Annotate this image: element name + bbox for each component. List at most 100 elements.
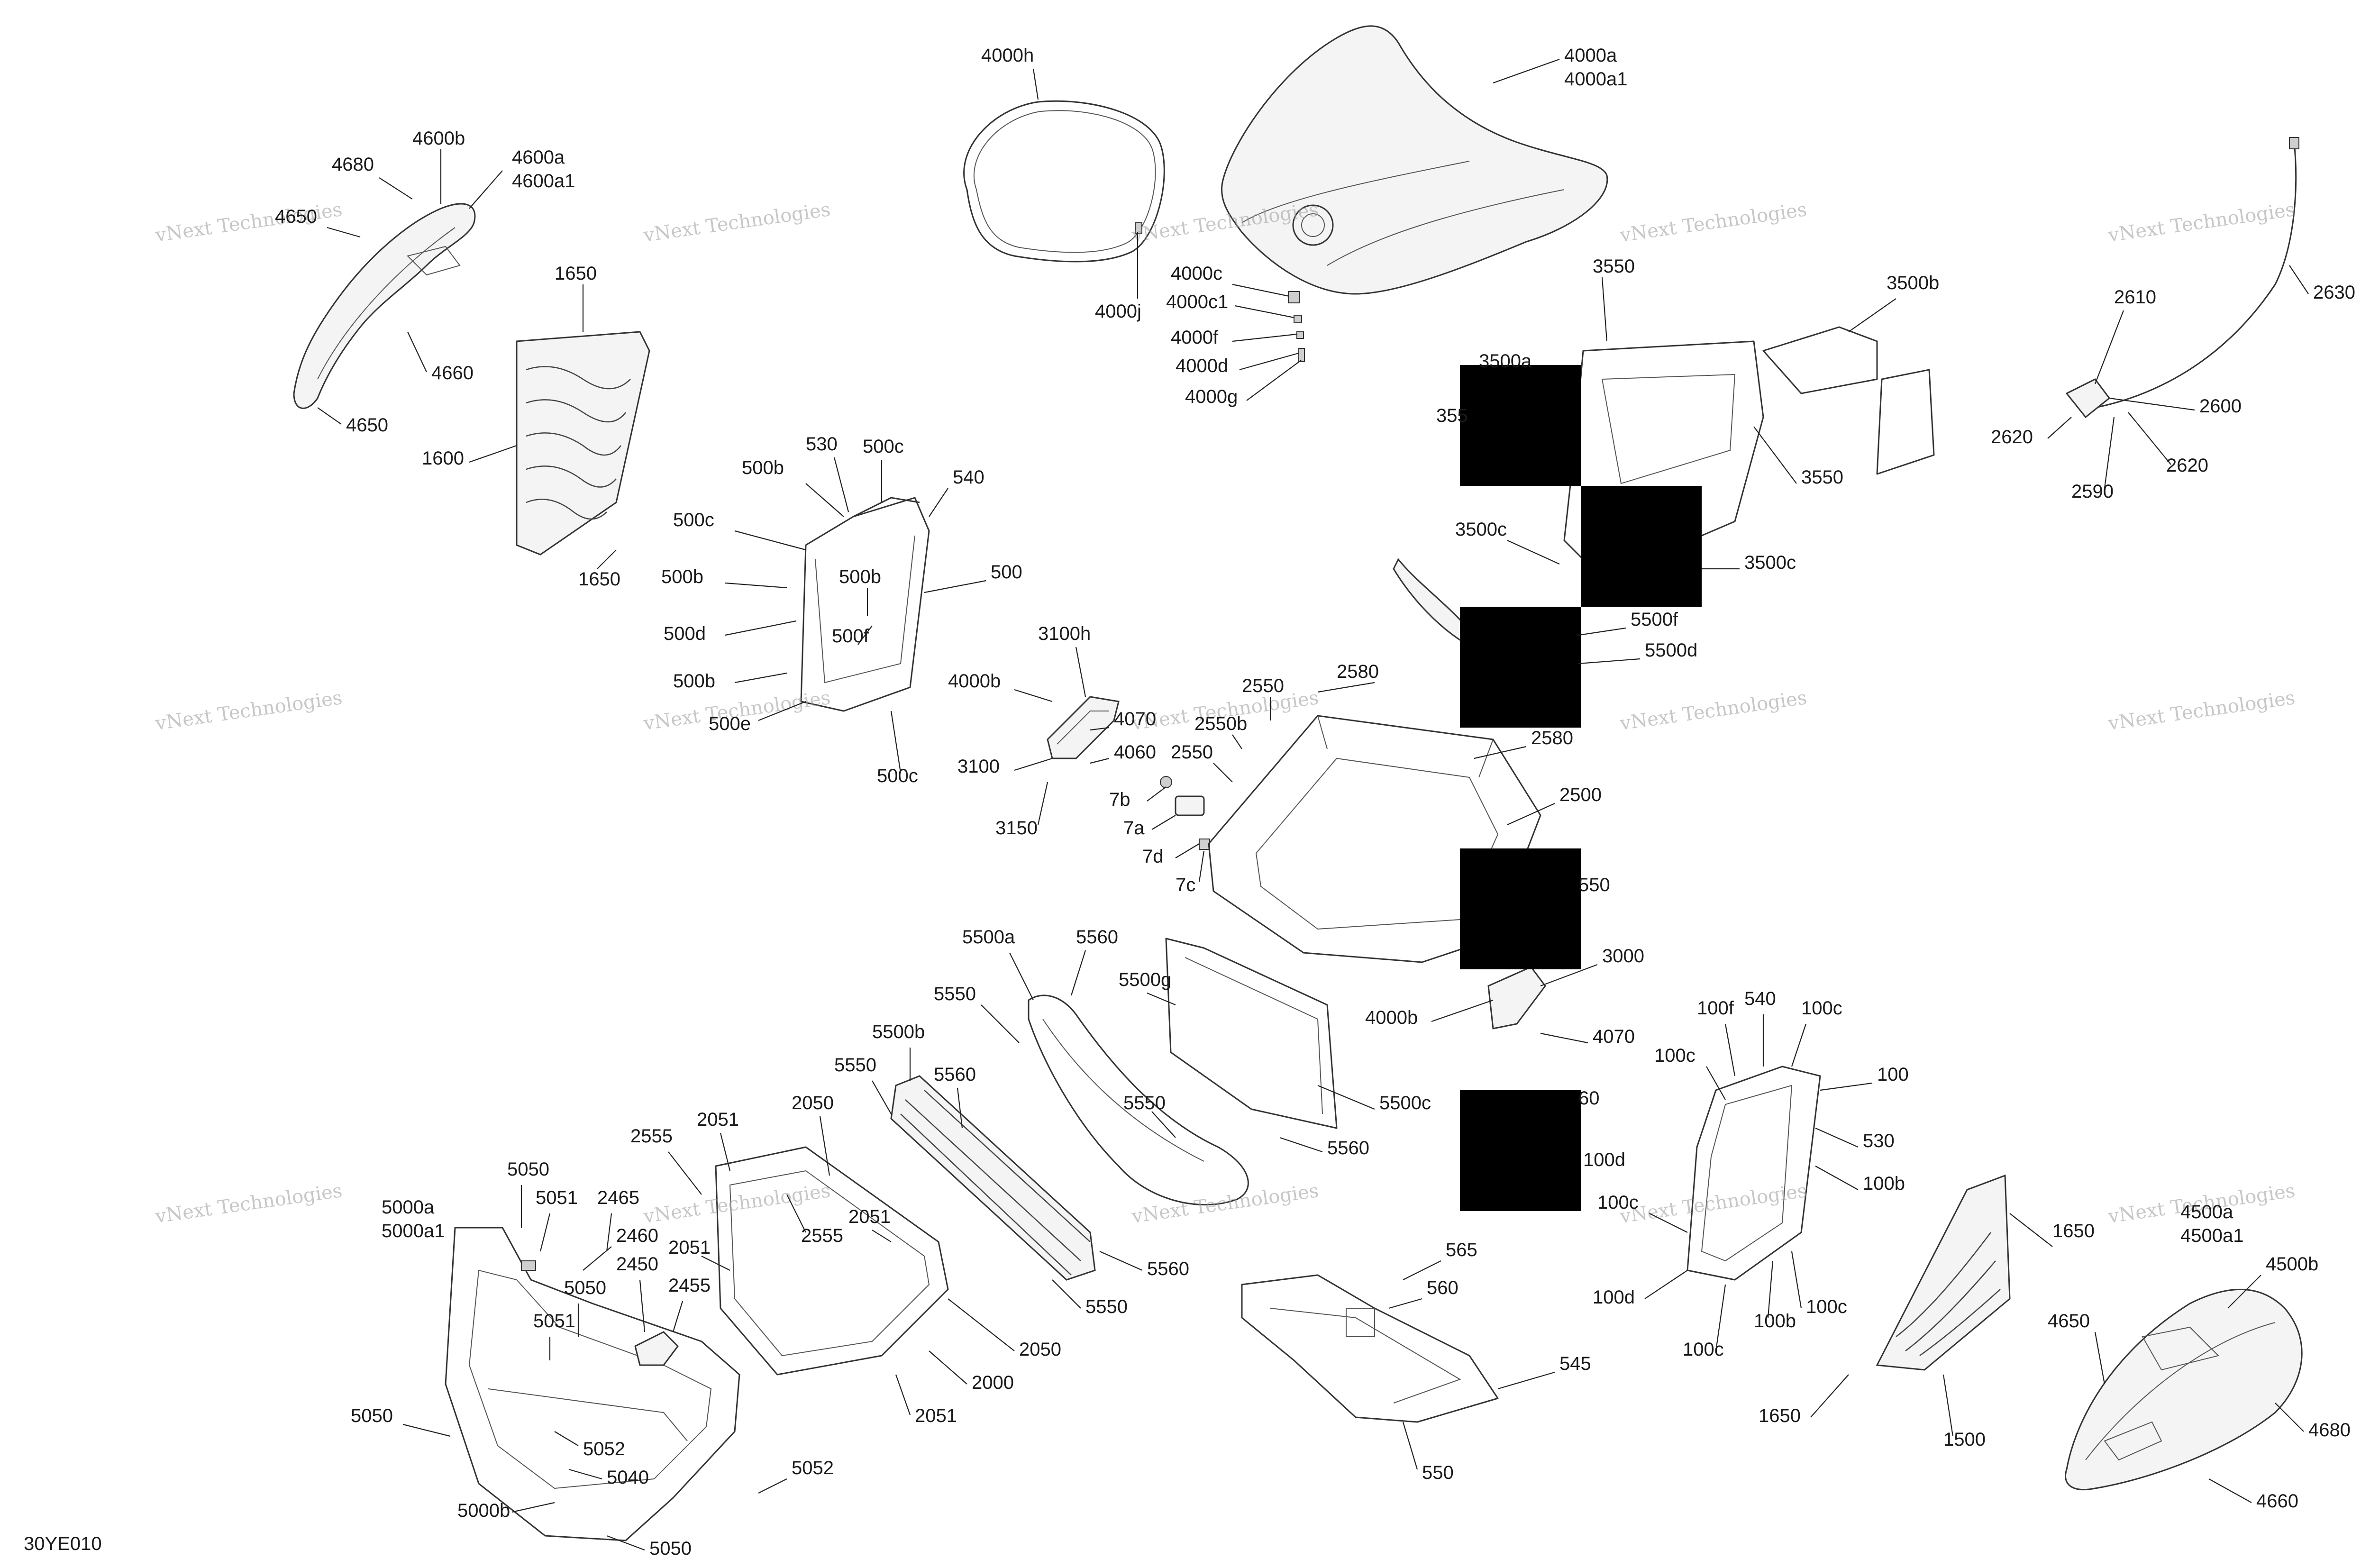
- callout-label: 5560: [934, 1064, 976, 1085]
- leader-line: [1810, 1374, 1849, 1418]
- bracket-3000: [1487, 966, 1546, 1030]
- leader-line: [1009, 952, 1034, 1001]
- callout-100f: 100f: [1697, 998, 1736, 1076]
- leader-line: [1147, 786, 1167, 802]
- leader-line: [1014, 689, 1053, 702]
- leader-line: [1540, 1032, 1588, 1044]
- callout-4660a: 4660: [407, 331, 474, 383]
- leader-line: [1037, 782, 1048, 825]
- callout-7d: 7d: [1142, 843, 1200, 867]
- callout-label: 2051: [668, 1237, 711, 1258]
- callout-label: 7d: [1142, 846, 1164, 867]
- leader-line: [1213, 763, 1233, 783]
- callout-550_b: 550: [1402, 1422, 1454, 1483]
- callout-2580b: 2580: [1474, 728, 1573, 759]
- callout-530a: 530: [806, 434, 849, 512]
- callout-1500: 1500: [1942, 1374, 1986, 1450]
- callout-label: 2555: [801, 1225, 843, 1246]
- callout-2000: 2000: [929, 1350, 1014, 1393]
- callout-5550b: 5550: [834, 1055, 892, 1114]
- leader-line: [379, 177, 413, 200]
- callout-500b_b: 500b: [661, 566, 787, 589]
- leader-line: [1099, 1250, 1143, 1271]
- leader-line: [1767, 1260, 1774, 1318]
- callout-label: 4000d: [1176, 356, 1228, 376]
- callout-2460: 2460: [583, 1225, 658, 1271]
- leader-line: [725, 620, 797, 636]
- callout-label: 5050: [564, 1277, 606, 1298]
- callout-label: 2450: [616, 1254, 658, 1275]
- leader-line: [1497, 1371, 1555, 1390]
- watermark-text: vNext Technologies: [154, 687, 344, 735]
- callout-label: 2455: [668, 1275, 711, 1296]
- seal-4000h: [963, 100, 1165, 263]
- callout-2450: 2450: [616, 1254, 658, 1332]
- leader-line: [1578, 627, 1626, 636]
- callout-7b: 7b: [1109, 786, 1167, 810]
- leader-line: [2009, 1213, 2053, 1247]
- callout-3500c_b: 3500c: [1702, 552, 1796, 573]
- callout-500f: 500f: [832, 625, 873, 647]
- leader-line: [725, 582, 787, 589]
- panel-3500b: [1762, 326, 1935, 475]
- grille-1600: [516, 331, 650, 556]
- callout-label: 4600a1: [512, 171, 575, 191]
- callout-2050b: 2050: [948, 1298, 1061, 1360]
- callout-4500b: 4500b: [2227, 1254, 2318, 1309]
- callout-100d_b: 100d: [1593, 1270, 1688, 1308]
- leader-line: [1791, 1251, 1802, 1309]
- callout-5050b: 5050: [564, 1277, 606, 1337]
- callout-4680b: 4680: [2275, 1403, 2351, 1440]
- side-panel-4600a: [293, 203, 476, 409]
- callout-500e: 500e: [709, 701, 806, 734]
- leader-line: [402, 1423, 451, 1437]
- callout-500b_d: 500b: [673, 671, 787, 692]
- callout-label: 2051: [915, 1405, 957, 1426]
- callout-5550c: 5550: [1123, 1093, 1176, 1138]
- leader-line: [1388, 1298, 1422, 1309]
- callout-4650b: 4650: [317, 407, 388, 436]
- callout-5050d: 5050: [606, 1535, 692, 1559]
- watermark-text: vNext Technologies: [1130, 1180, 1320, 1228]
- callout-label: 5000a1: [382, 1221, 445, 1241]
- watermark-text: vNext Technologies: [642, 199, 832, 246]
- callout-500b_c: 500b: [839, 566, 881, 616]
- callout-5050a: 5050: [507, 1159, 549, 1228]
- callout-1650d: 1650: [2009, 1213, 2095, 1247]
- callout-label: 500: [991, 562, 1022, 583]
- callout-2555b: 2555: [786, 1194, 843, 1246]
- callout-label: 5050: [507, 1159, 549, 1180]
- callout-label: 7b: [1109, 789, 1130, 810]
- callout-540a: 540: [929, 467, 984, 517]
- leader-line: [469, 445, 517, 463]
- callout-label: 100d: [1593, 1287, 1635, 1308]
- leader-line: [890, 711, 902, 773]
- callout-7c: 7c: [1176, 850, 1205, 895]
- callout-label: 4000g: [1185, 386, 1238, 407]
- callout-5560a: 5560: [1070, 927, 1118, 996]
- callout-355x: 355: [1436, 405, 1468, 426]
- callout-label: 4000b: [948, 671, 1001, 692]
- watermark-text: vNext Technologies: [642, 1180, 832, 1228]
- leader-line: [786, 1194, 806, 1233]
- callout-label: 1650: [555, 263, 597, 284]
- leader-line: [1014, 757, 1053, 771]
- callout-3500b: 3500b: [1848, 273, 1939, 332]
- grille-1500: [1876, 1174, 2011, 1371]
- callout-label: 500e: [709, 713, 751, 734]
- watermark-text: vNext Technologies: [154, 1180, 344, 1228]
- leader-line: [948, 1298, 1015, 1351]
- callout-label: 100f: [1697, 998, 1734, 1019]
- callout-label: 2550b: [1194, 713, 1247, 734]
- cable-2630: [2065, 137, 2299, 419]
- callout-label: 4680: [2308, 1420, 2351, 1440]
- leader-line: [317, 407, 342, 425]
- leader-line: [1032, 68, 1039, 100]
- callout-label: 4000a1: [1564, 69, 1627, 90]
- callout-2600: 2600: [2109, 396, 2242, 417]
- watermark-text: vNext Technologies: [2106, 199, 2297, 246]
- callout-4070a: 4070: [1090, 709, 1156, 731]
- callout-5040: 5040: [568, 1467, 649, 1488]
- hardware-4000c-stack: [1135, 222, 1305, 362]
- callout-label: 5051: [536, 1187, 578, 1208]
